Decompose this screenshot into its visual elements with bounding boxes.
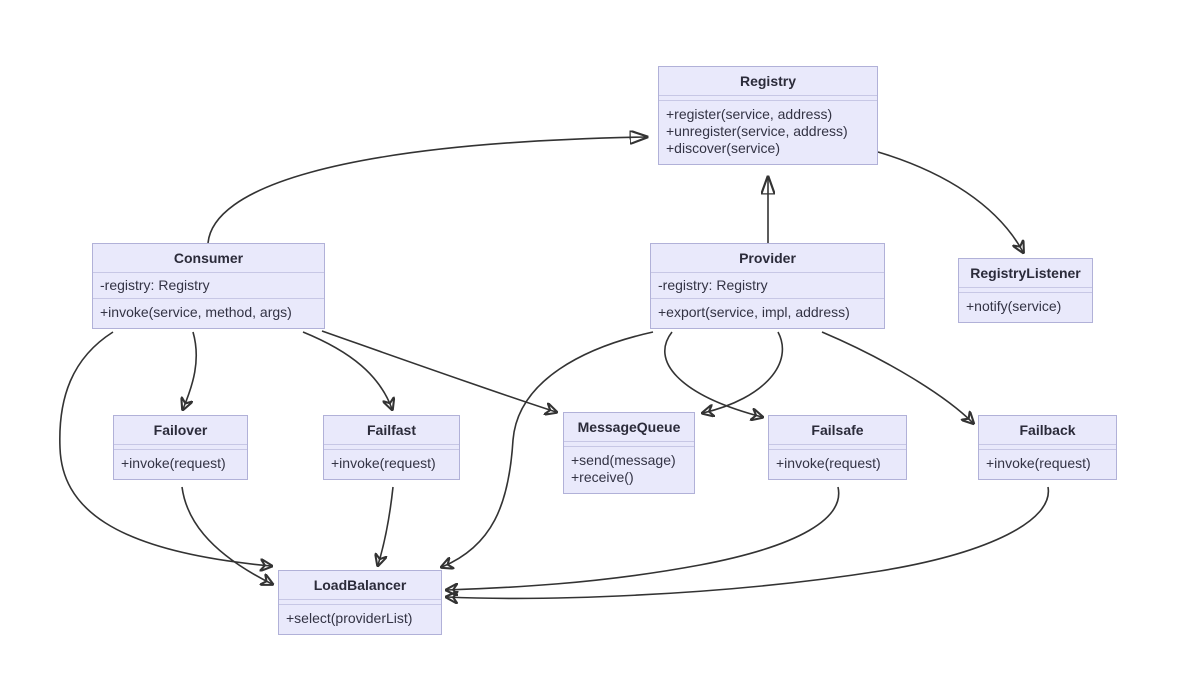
- method: +unregister(service, address): [666, 123, 848, 139]
- class-attributes: -registry: Registry: [93, 273, 324, 299]
- class-title: Failover: [114, 416, 247, 445]
- class-consumer: Consumer -registry: Registry +invoke(ser…: [92, 243, 325, 329]
- class-title: LoadBalancer: [279, 571, 441, 600]
- class-registry: Registry +register(service, address) +un…: [658, 66, 878, 165]
- edge-failover-loadbalancer: [181, 486, 272, 584]
- class-title: Registry: [659, 67, 877, 96]
- method: +invoke(request): [121, 455, 226, 471]
- method: +send(message): [571, 452, 676, 468]
- method: +receive(): [571, 469, 634, 485]
- method: +invoke(request): [986, 455, 1091, 471]
- class-methods: +invoke(request): [979, 450, 1116, 479]
- class-methods: +invoke(request): [114, 450, 247, 479]
- method: +invoke(request): [776, 455, 881, 471]
- class-title: Failfast: [324, 416, 459, 445]
- class-messagequeue: MessageQueue +send(message) +receive(): [563, 412, 695, 494]
- edge-provider-failback: [821, 331, 973, 423]
- class-methods: +register(service, address) +unregister(…: [659, 101, 877, 164]
- method: +invoke(request): [331, 455, 436, 471]
- class-title: MessageQueue: [564, 413, 694, 442]
- class-registrylistener: RegistryListener +notify(service): [958, 258, 1093, 323]
- class-methods: +invoke(service, method, args): [93, 299, 324, 328]
- class-attributes: -registry: Registry: [651, 273, 884, 299]
- method: +discover(service): [666, 140, 780, 156]
- class-loadbalancer: LoadBalancer +select(providerList): [278, 570, 442, 635]
- class-attributes: [959, 288, 1092, 293]
- class-title: Provider: [651, 244, 884, 273]
- method: +register(service, address): [666, 106, 833, 122]
- class-failback: Failback +invoke(request): [978, 415, 1117, 480]
- class-attributes: [564, 442, 694, 447]
- edge-failback-loadbalancer: [447, 486, 1050, 598]
- class-title: Failback: [979, 416, 1116, 445]
- method: +select(providerList): [286, 610, 413, 626]
- class-methods: +notify(service): [959, 293, 1092, 322]
- class-title: RegistryListener: [959, 259, 1092, 288]
- edge-failfast-loadbalancer: [378, 486, 394, 565]
- class-methods: +invoke(request): [769, 450, 906, 479]
- method: +export(service, impl, address): [658, 304, 850, 320]
- edge-consumer-messagequeue: [321, 330, 556, 412]
- class-attributes: [769, 445, 906, 450]
- class-attributes: [324, 445, 459, 450]
- edge-provider-failsafe: [664, 331, 762, 417]
- attribute: -registry: Registry: [100, 277, 210, 293]
- edge-consumer-failfast: [302, 331, 392, 409]
- class-attributes: [979, 445, 1116, 450]
- class-title: Failsafe: [769, 416, 906, 445]
- class-methods: +invoke(request): [324, 450, 459, 479]
- class-failsafe: Failsafe +invoke(request): [768, 415, 907, 480]
- class-attributes: [114, 445, 247, 450]
- edge-consumer-registry: [207, 137, 646, 244]
- class-attributes: [279, 600, 441, 605]
- class-provider: Provider -registry: Registry +export(ser…: [650, 243, 885, 329]
- class-methods: +send(message) +receive(): [564, 447, 694, 493]
- edge-consumer-failover: [183, 331, 198, 409]
- class-failover: Failover +invoke(request): [113, 415, 248, 480]
- class-title: Consumer: [93, 244, 324, 273]
- method: +invoke(service, method, args): [100, 304, 292, 320]
- class-methods: +export(service, impl, address): [651, 299, 884, 328]
- edge-registry-registrylistener: [877, 151, 1023, 252]
- method: +notify(service): [966, 298, 1062, 314]
- class-failfast: Failfast +invoke(request): [323, 415, 460, 480]
- edge-failsafe-loadbalancer: [447, 486, 840, 590]
- class-methods: +select(providerList): [279, 605, 441, 634]
- edge-provider-messagequeue: [703, 331, 784, 413]
- attribute: -registry: Registry: [658, 277, 768, 293]
- class-attributes: [659, 96, 877, 101]
